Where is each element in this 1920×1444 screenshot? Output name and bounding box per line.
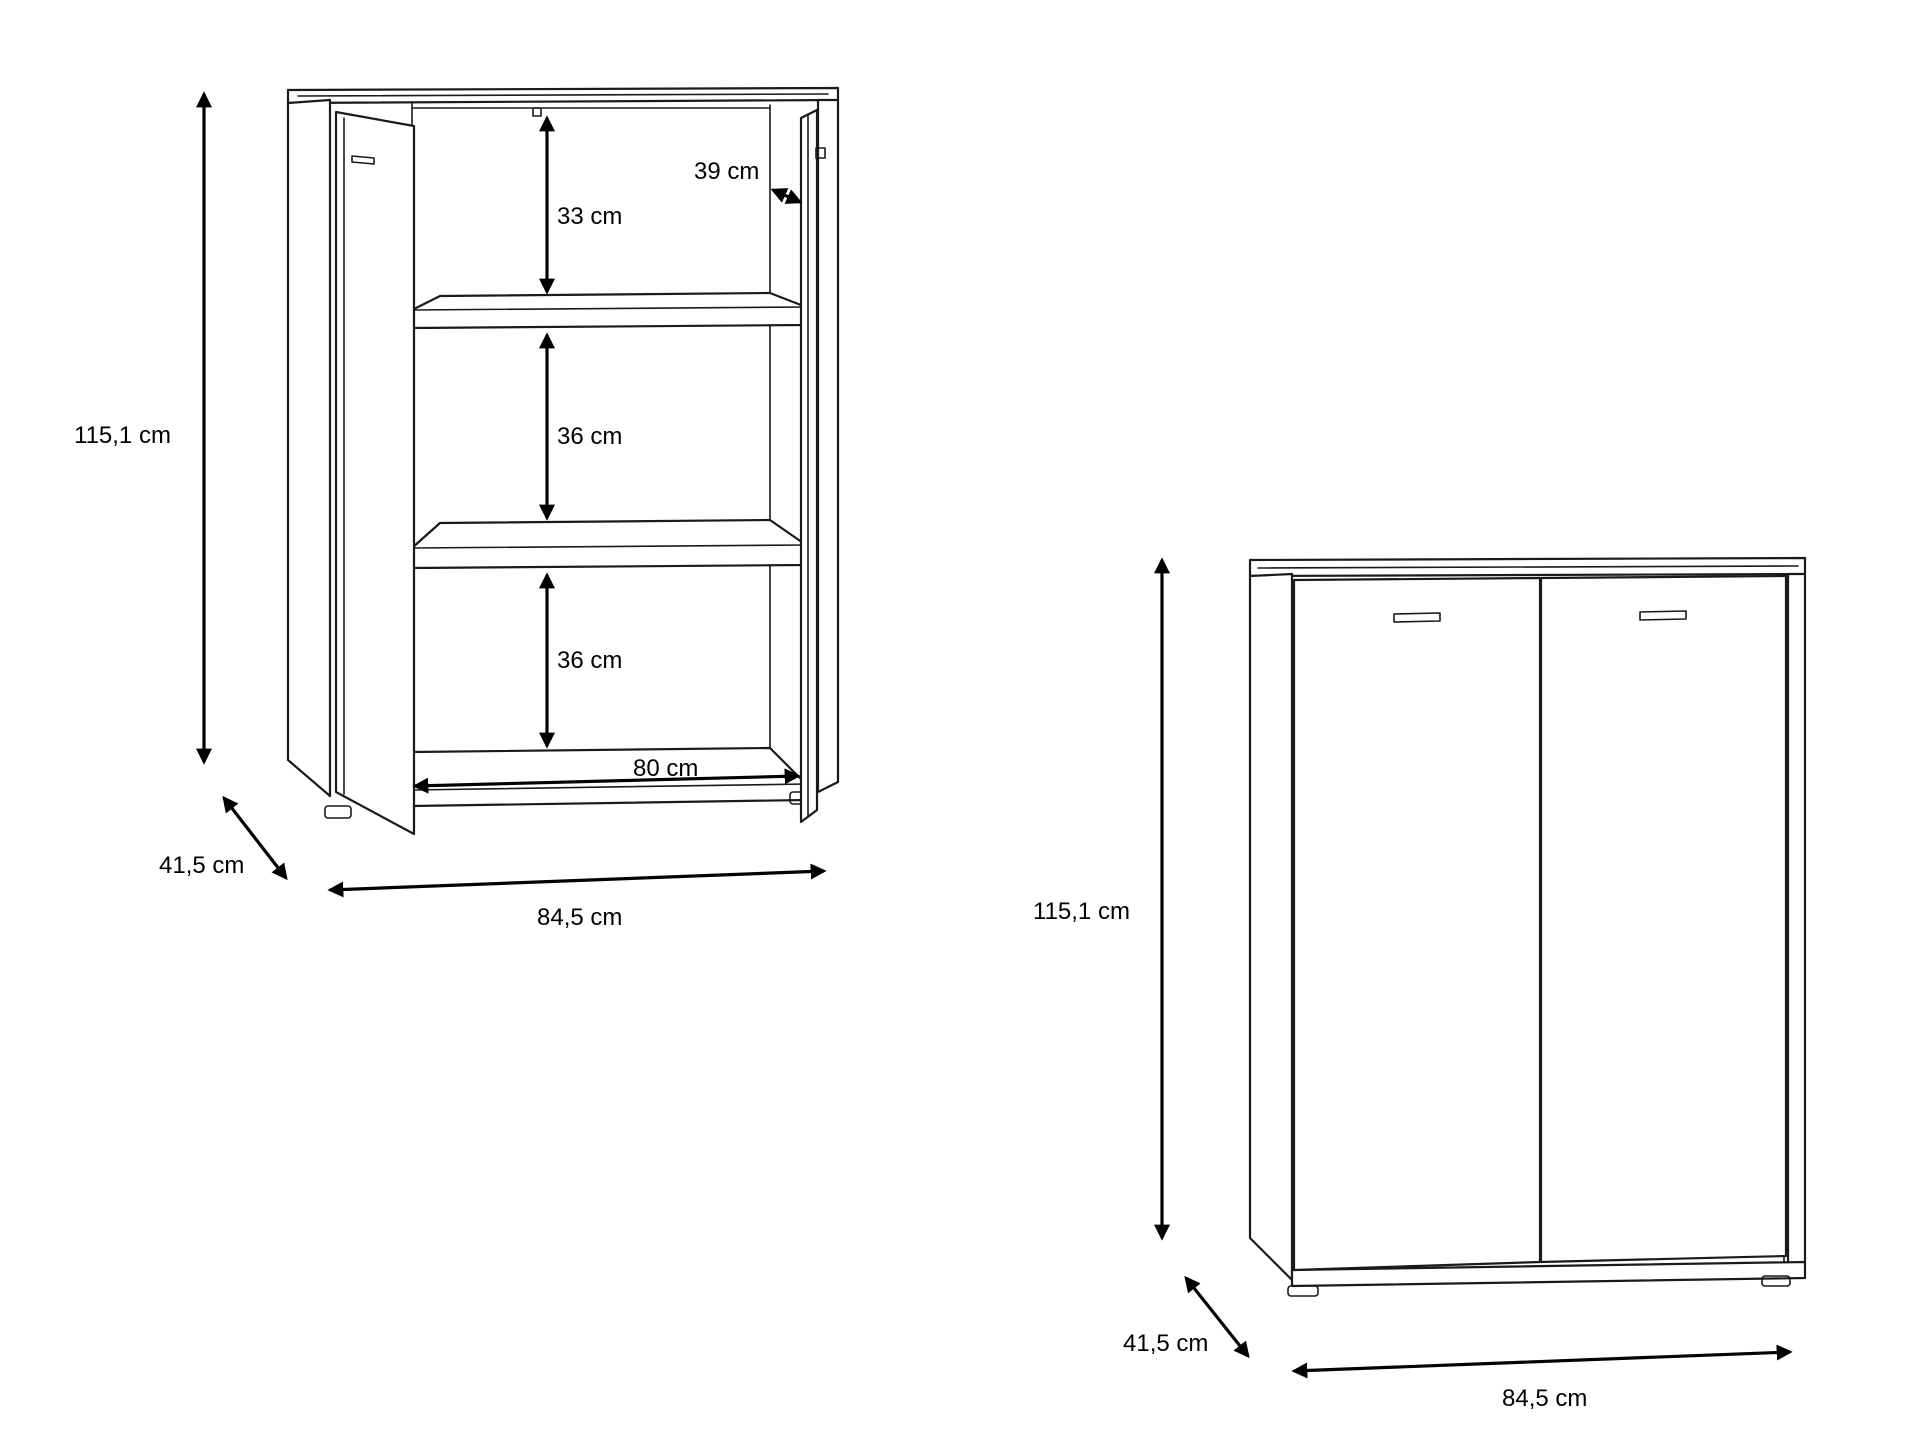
open-cabinet-shelf-upper	[410, 291, 808, 330]
closed-cabinet-left-handle	[1393, 612, 1441, 623]
open-cabinet-top-edge	[297, 93, 829, 97]
open-cabinet-hinge-mark	[532, 107, 542, 117]
closed-cabinet-foot-right	[1761, 1275, 1791, 1287]
open-cabinet-left-door-handle	[351, 155, 375, 165]
door-depth-label: 39 cm	[694, 158, 759, 185]
open-width-arrow	[327, 863, 827, 898]
open-cabinet-right-side	[816, 98, 840, 794]
open-height-label: 115,1 cm	[74, 422, 171, 449]
open-cabinet-drawing: 33 cm 36 cm 36 cm 80 cm 39 cm 115,1 cm 4…	[74, 86, 840, 931]
closed-cabinet-left-side	[1248, 572, 1294, 1282]
door-depth-arrow	[770, 188, 803, 204]
closed-cabinet-left-door	[1292, 576, 1542, 1272]
open-cabinet-left-side	[286, 98, 332, 798]
open-cabinet-right-door	[799, 108, 819, 824]
closed-height-label: 115,1 cm	[1033, 898, 1130, 925]
open-cabinet-foot-left	[324, 805, 352, 819]
open-depth-arrow	[222, 795, 288, 881]
closed-cabinet-foot-left	[1287, 1285, 1319, 1297]
open-cabinet-left-door	[334, 110, 416, 836]
closed-cabinet-right-handle	[1639, 610, 1687, 621]
closed-width-label: 84,5 cm	[1502, 1385, 1587, 1412]
closed-depth-label: 41,5 cm	[1123, 1330, 1208, 1357]
open-depth-label: 41,5 cm	[159, 852, 244, 879]
closed-cabinet-right-side	[1786, 572, 1807, 1272]
inner-width-label: 80 cm	[633, 755, 698, 782]
closed-cabinet-drawing: 115,1 cm 41,5 cm 84,5 cm	[1033, 556, 1807, 1412]
closed-depth-arrow	[1184, 1275, 1250, 1359]
open-cabinet-shelf-lower-edge	[411, 544, 807, 549]
closed-cabinet-top-edge	[1257, 565, 1799, 569]
inner-width-arrow	[412, 768, 801, 794]
open-cabinet-right-door-hinge	[815, 147, 826, 159]
compartment-bottom-label: 36 cm	[557, 647, 622, 674]
compartment-top-label: 33 cm	[557, 203, 622, 230]
open-width-label: 84,5 cm	[537, 904, 622, 931]
open-cabinet-shelf-upper-edge	[411, 306, 807, 311]
open-cabinet-shelf-lower	[410, 518, 808, 570]
closed-cabinet-base	[1290, 1260, 1807, 1288]
compartment-middle-label: 36 cm	[557, 423, 622, 450]
closed-width-arrow	[1291, 1344, 1793, 1379]
closed-cabinet-right-door	[1539, 574, 1788, 1264]
